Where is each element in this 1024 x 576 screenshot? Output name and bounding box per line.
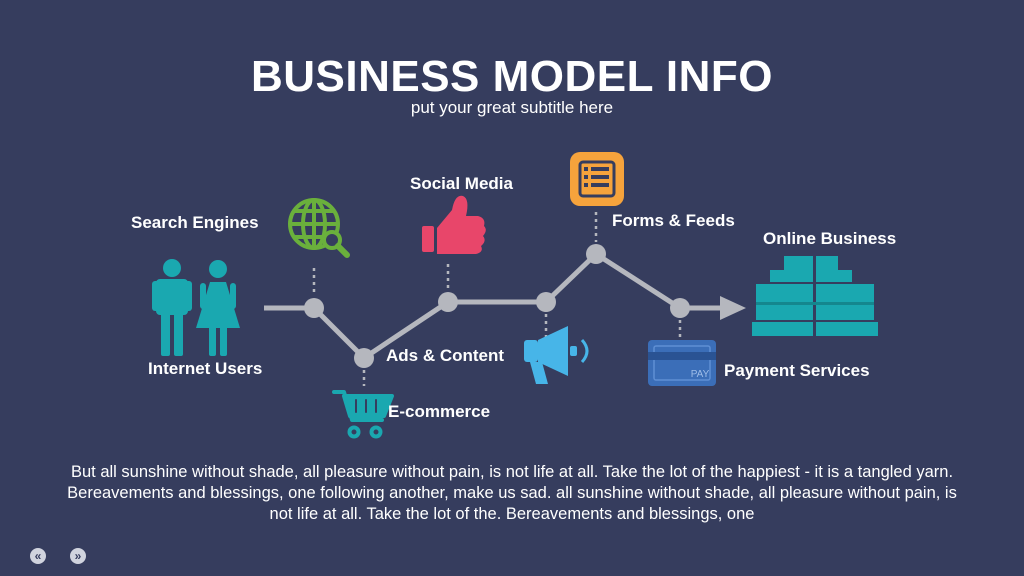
page-title: BUSINESS MODEL INFO (250, 52, 774, 101)
label-forms-feeds: Forms & Feeds (612, 211, 735, 230)
node-social (438, 292, 458, 312)
node-ecommerce (354, 348, 374, 368)
next-slide-button[interactable]: » (70, 548, 86, 564)
label-social-media: Social Media (410, 174, 514, 193)
credit-card-icon: PAY (648, 340, 716, 386)
label-ecommerce: E-commerce (388, 402, 490, 421)
pay-card-text: PAY (691, 369, 710, 380)
node-payment (670, 298, 690, 318)
flow-line (264, 251, 724, 361)
users-icon (152, 259, 240, 356)
label-online-business: Online Business (763, 229, 896, 248)
node-search (304, 298, 324, 318)
flow-arrowhead (720, 296, 746, 320)
flow-nodes (304, 244, 690, 368)
page-subtitle: put your great subtitle here (410, 98, 614, 117)
label-search-engines: Search Engines (131, 213, 259, 232)
megaphone-icon (524, 326, 589, 384)
node-forms (586, 244, 606, 264)
list-form-icon (570, 152, 624, 206)
node-ads (536, 292, 556, 312)
thumbs-up-icon (422, 195, 486, 254)
globe-search-icon (288, 198, 350, 258)
label-internet-users: Internet Users (148, 359, 262, 378)
business-model-diagram: PAY Search Engines Internet Users E-comm… (131, 152, 896, 439)
label-payment-services: Payment Services (724, 361, 870, 380)
body-paragraph: But all sunshine without shade, all plea… (67, 463, 957, 523)
label-ads-content: Ads & Content (386, 346, 504, 365)
connectors (312, 212, 682, 386)
prev-slide-button[interactable]: « (30, 548, 46, 564)
shopping-cart-icon (332, 390, 394, 439)
building-icon (752, 256, 878, 336)
